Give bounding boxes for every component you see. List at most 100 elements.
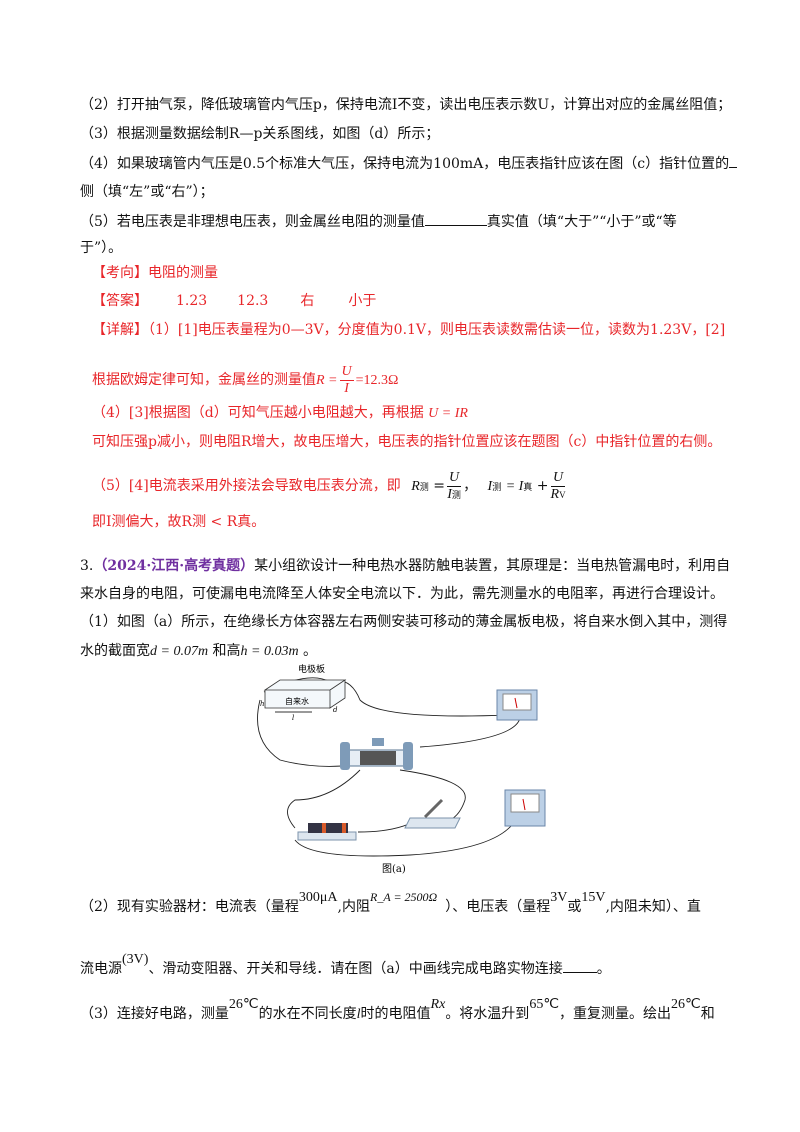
answer-3: 右 bbox=[300, 293, 315, 309]
question-source: （2024·江西·高考真题） bbox=[93, 558, 255, 574]
text: （3）连接好电路，测量 bbox=[80, 1006, 229, 1022]
temperature-2: 65℃ bbox=[529, 997, 560, 1012]
formula-lhs: R = bbox=[316, 373, 338, 388]
text: （2）现有实验器材：电流表（量程 bbox=[80, 899, 299, 915]
step-4: （4）如果玻璃管内气压是0.5个标准大气压，保持电流为100mA，电压表指针应该… bbox=[80, 153, 738, 174]
detail-line-4: 可知压强p减小，则电阻R增大，故电压增大，电压表的指针位置应该在题图（c）中指针… bbox=[92, 434, 722, 450]
voltmeter-range-1: 3V bbox=[550, 890, 568, 905]
text: 和高 bbox=[212, 643, 241, 659]
den-symbol: R bbox=[550, 486, 560, 502]
text: 。 bbox=[596, 961, 611, 977]
rheostat bbox=[340, 738, 413, 770]
text: 或 bbox=[567, 899, 582, 915]
den-symbol: I bbox=[447, 486, 452, 502]
step-5-cont: 于”）。 bbox=[80, 240, 123, 256]
text: ,内阻 bbox=[337, 899, 370, 915]
text: 的水在不同长度 bbox=[258, 1006, 357, 1022]
ammeter-resistance: R_A = 2500Ω bbox=[370, 890, 438, 904]
length-symbol: l bbox=[356, 1007, 361, 1022]
topic-line: 【考向】电阻的测量 bbox=[92, 263, 218, 283]
width-value: d = 0.07m bbox=[150, 644, 209, 659]
part-3: （3）连接好电路，测量26℃的水在不同长度l时的电阻值Rx。将水温升到65℃，重… bbox=[80, 997, 715, 1025]
water-container bbox=[263, 679, 347, 713]
subscript: 测 bbox=[419, 483, 429, 493]
temperature-1: 26℃ bbox=[228, 997, 259, 1012]
l-label: l bbox=[292, 714, 294, 722]
voltmeter-range-2: 15V bbox=[581, 890, 606, 905]
text: 和 bbox=[700, 1006, 715, 1022]
text: 。 bbox=[303, 643, 318, 659]
question-3-header: 3.（2024·江西·高考真题）某小组欲设计一种电热水器防触电装置，其原理是：当… bbox=[80, 556, 730, 576]
symbol: R bbox=[411, 479, 420, 494]
equals: = I bbox=[505, 479, 524, 494]
question-text: 某小组欲设计一种电热水器防触电装置，其原理是：当电热管漏电时，利用自 bbox=[254, 558, 731, 574]
question-3-intro: 来水自身的电阻，可使漏电电流降至人体安全电流以下．为此，需先测量水的电阻率，再进… bbox=[80, 586, 724, 602]
part-2: （2）现有实验器材：电流表（量程300μA,内阻R_A = 2500Ω ）、电压表… bbox=[80, 890, 701, 918]
circuit-figure: 电极板 自来水 h l d bbox=[250, 660, 550, 880]
formula-rhs: =12.3Ω bbox=[355, 373, 399, 388]
text: 水的截面宽 bbox=[80, 643, 150, 659]
text: 流电源 bbox=[80, 961, 122, 977]
denominator: RV bbox=[551, 487, 566, 503]
detail-label: 【详解】 bbox=[92, 322, 148, 338]
text: 时的电阻值 bbox=[360, 1006, 431, 1022]
answer-blank bbox=[562, 958, 597, 973]
battery bbox=[297, 823, 357, 841]
question-number: 3. bbox=[80, 558, 94, 574]
text: 。将水温升到 bbox=[445, 1006, 530, 1022]
denominator: I测 bbox=[447, 487, 461, 503]
answer-line: 【答案】 1.23 12.3 右 小于 bbox=[92, 291, 376, 311]
switch bbox=[404, 798, 461, 829]
answer-label: 【答案】 bbox=[92, 293, 148, 309]
detail-text: （5）[4]电流表采用外接法会导致电压表分流，即 bbox=[92, 478, 401, 494]
electrode-label: 电极板 bbox=[298, 663, 325, 675]
step-5-text: （5）若电压表是非理想电压表，则金属丝电阻的测量值 bbox=[80, 214, 425, 230]
text: 、滑动变阻器、开关和导线．请在图（a）中画线完成电路实物连接 bbox=[148, 961, 563, 977]
figure-caption: 图(a) bbox=[382, 863, 406, 875]
subscript: 测 bbox=[451, 489, 461, 500]
topic-label: 【考向】 bbox=[92, 265, 148, 281]
detail-line-6: 即I测偏大，故R测 < R真。 bbox=[92, 514, 266, 530]
detail-line-1: 【详解】（1）[1]电压表量程为0—3V，分度值为0.1V，则电压表读数需估读一… bbox=[92, 320, 725, 340]
d-label: d bbox=[333, 706, 338, 714]
h-label: h bbox=[260, 700, 265, 708]
height-value: h = 0.03m bbox=[240, 644, 299, 659]
answer-blank bbox=[729, 153, 738, 168]
ammeter-range: 300μA bbox=[298, 890, 338, 905]
answer-1: 1.23 bbox=[176, 293, 208, 309]
step-4-cont: 侧（填“左”或“右”）； bbox=[80, 184, 214, 200]
resistance-symbol: Rx bbox=[430, 997, 446, 1012]
numerator: U bbox=[339, 363, 354, 381]
answer-2: 12.3 bbox=[237, 293, 269, 309]
part-1-cont: 水的截面宽d = 0.07m 和高h = 0.03m 。 bbox=[80, 641, 317, 662]
detail-text: （4）[3]根据图（d）可知气压越小电阻越大，再根据 bbox=[92, 405, 424, 421]
answer-blank bbox=[424, 211, 487, 226]
step-3: （3）根据测量数据绘制R—p关系图线，如图（d）所示； bbox=[80, 126, 440, 142]
numerator: U bbox=[446, 469, 462, 487]
numerator: U bbox=[550, 469, 566, 487]
part-1: （1）如图（a）所示，在绝缘长方体容器左右两侧安装可移动的薄金属板电极，将自来水… bbox=[80, 614, 728, 630]
detail-line-3: （4）[3]根据图（d）可知气压越小电阻越大，再根据 U = IR bbox=[92, 403, 468, 424]
plus: + bbox=[536, 478, 549, 494]
formula: U = IR bbox=[428, 406, 468, 421]
detail-text: 根据欧姆定律可知，金属丝的测量值 bbox=[92, 372, 316, 388]
text: ）、电压表（量程 bbox=[445, 899, 551, 915]
equals: = bbox=[433, 478, 445, 494]
symbol: I bbox=[487, 479, 493, 494]
text: ,内阻未知）、直 bbox=[605, 899, 701, 915]
voltmeter bbox=[496, 689, 538, 721]
detail-text: （1）[1]电压表量程为0—3V，分度值为0.1V，则电压表读数需估读一位，读数… bbox=[148, 322, 726, 338]
subscript: V bbox=[559, 489, 566, 500]
topic: 电阻的测量 bbox=[148, 265, 218, 281]
ammeter bbox=[504, 789, 546, 827]
step-2: （2）打开抽气泵，降低玻璃管内气压p，保持电流I不变，读出电压表示数U，计算出对… bbox=[80, 97, 732, 113]
circuit-diagram: 电极板 自来水 h l d bbox=[257, 663, 546, 875]
water-label: 自来水 bbox=[285, 696, 309, 706]
answer-4: 小于 bbox=[348, 293, 377, 309]
